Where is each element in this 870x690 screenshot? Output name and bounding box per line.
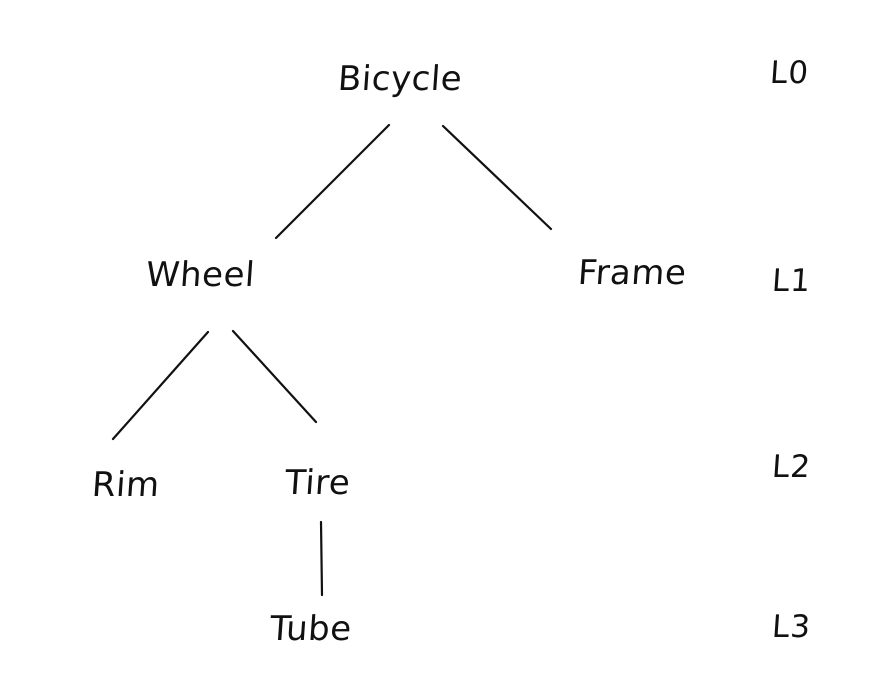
node-tire[interactable]: Tire [283,463,352,503]
edge-wheel-rim [111,330,210,441]
level-label-l0: L0 [768,55,811,91]
edge-bicycle-frame [441,124,553,231]
level-label-l2: L2 [770,449,813,485]
level-label-l3: L3 [770,609,813,645]
edge-bicycle-wheel [274,123,391,240]
node-wheel[interactable]: Wheel [144,255,257,295]
level-label-l1: L1 [770,263,813,299]
node-frame[interactable]: Frame [576,253,688,293]
node-tube[interactable]: Tube [268,609,354,649]
node-rim[interactable]: Rim [90,465,162,505]
node-bicycle[interactable]: Bicycle [336,59,464,99]
edge-wheel-tire [231,329,318,424]
edge-tire-tube [319,520,324,597]
